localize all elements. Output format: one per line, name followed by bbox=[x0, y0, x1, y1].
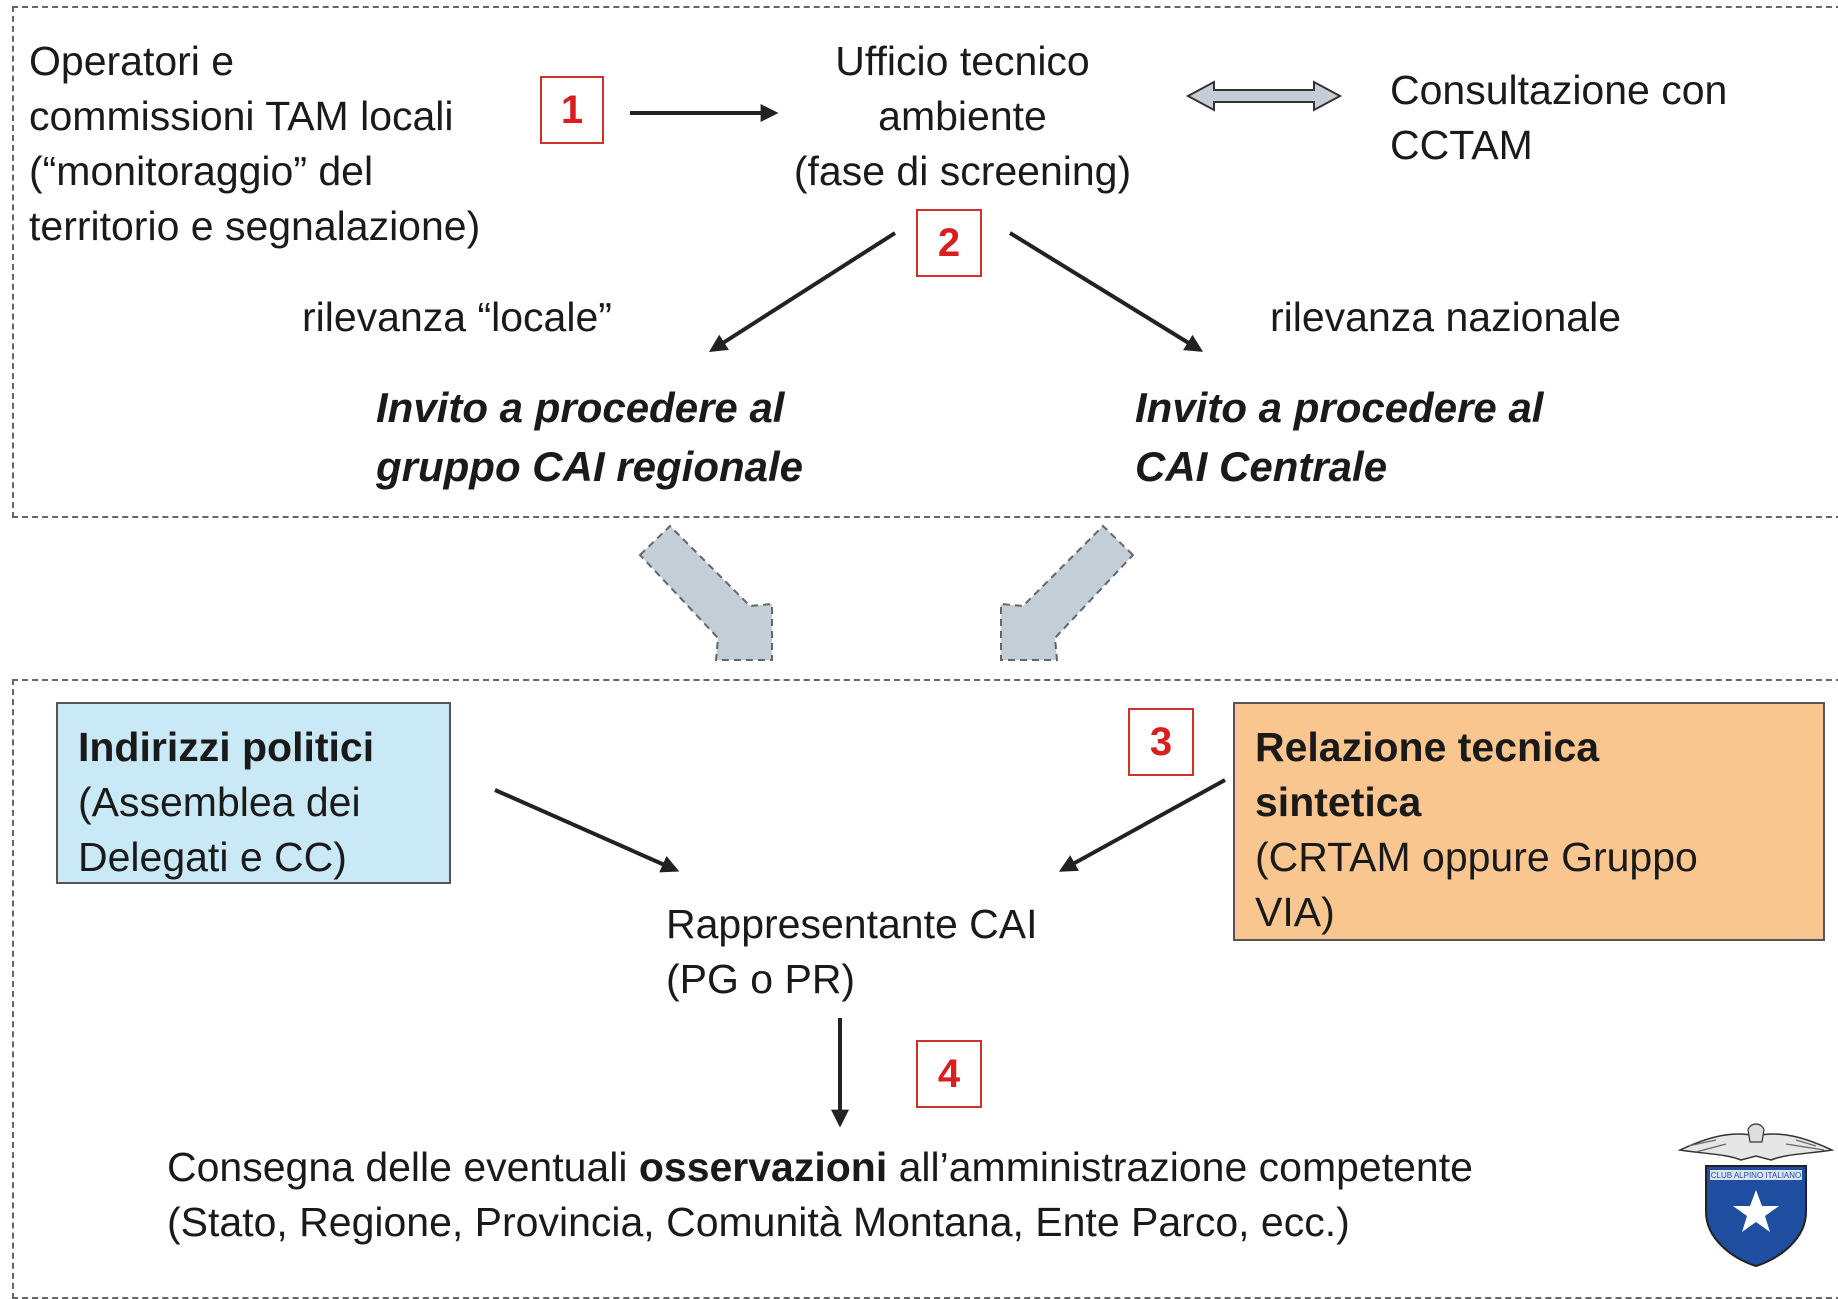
step-badge-3: 3 bbox=[1128, 708, 1194, 776]
consegna-pre: Consegna delle eventuali bbox=[167, 1144, 639, 1190]
consegna-line-2: (Stato, Regione, Provincia, Comunità Mon… bbox=[167, 1199, 1350, 1245]
rappresentante-line-2: (PG o PR) bbox=[666, 956, 856, 1002]
operatori-line-4: territorio e segnalazione) bbox=[29, 203, 481, 249]
cai-logo: CLUB ALPINO ITALIANO bbox=[1677, 1123, 1835, 1268]
invito-centrale-text: Invito a procedere al CAI Centrale bbox=[1135, 378, 1543, 496]
top-section-frame bbox=[12, 6, 1838, 518]
arrow-indirizzi-to-rappresentante bbox=[494, 788, 680, 873]
rilevanza-locale-label: rilevanza “locale” bbox=[302, 294, 612, 340]
indirizzi-line-1: (Assemblea dei bbox=[78, 779, 361, 825]
big-arrow-from-centrale bbox=[1000, 524, 1135, 661]
ufficio-text: Ufficio tecnico ambiente (fase di screen… bbox=[740, 34, 1185, 199]
big-arrow-from-regionale bbox=[638, 524, 773, 661]
ufficio-line-2: ambiente bbox=[878, 93, 1047, 139]
arrows-layer bbox=[494, 80, 1343, 1128]
consegna-line-1: Consegna delle eventuali osservazioni al… bbox=[167, 1140, 1473, 1195]
logo-ring-text: CLUB ALPINO ITALIANO bbox=[1711, 1171, 1802, 1180]
operatori-line-1: Operatori e bbox=[29, 38, 235, 84]
operatori-line-3: (“monitoraggio” del bbox=[29, 148, 374, 194]
relazione-title-line-1: Relazione tecnica bbox=[1255, 724, 1600, 770]
rappresentante-line-1: Rappresentante CAI bbox=[666, 901, 1038, 947]
indirizzi-line-2: Delegati e CC) bbox=[78, 834, 347, 880]
consegna-bold: osservazioni bbox=[638, 1144, 888, 1190]
arrow-relazione-to-rappresentante bbox=[1058, 778, 1226, 872]
consultazione-line-1: Consultazione con bbox=[1390, 67, 1728, 113]
consultazione-text: Consultazione con CCTAM bbox=[1390, 63, 1727, 173]
consegna-post: all’amministrazione competente bbox=[887, 1144, 1473, 1190]
consegna-text: Consegna delle eventuali osservazioni al… bbox=[167, 1140, 1473, 1250]
invito-regionale-line-1: Invito a procedere al bbox=[376, 384, 785, 431]
double-arrow-consultazione bbox=[1185, 80, 1343, 112]
step-badge-1: 1 bbox=[540, 76, 604, 144]
arrow-to-regionale bbox=[708, 231, 897, 352]
consultazione-line-2: CCTAM bbox=[1390, 122, 1533, 168]
ufficio-line-1: Ufficio tecnico bbox=[835, 38, 1090, 84]
relazione-title-line-2: sintetica bbox=[1255, 779, 1422, 825]
invito-centrale-line-1: Invito a procedere al bbox=[1135, 384, 1544, 431]
operatori-text: Operatori e commissioni TAM locali (“mon… bbox=[29, 34, 480, 254]
rilevanza-nazionale-label: rilevanza nazionale bbox=[1270, 294, 1622, 340]
step-badge-4: 4 bbox=[916, 1040, 982, 1108]
relazione-tecnica-box: Relazione tecnica sintetica (CRTAM oppur… bbox=[1233, 702, 1825, 941]
indirizzi-politici-box: Indirizzi politici (Assemblea dei Delega… bbox=[56, 702, 451, 884]
invito-regionale-text: Invito a procedere al gruppo CAI regiona… bbox=[376, 378, 803, 496]
relazione-line-1: (CRTAM oppure Gruppo bbox=[1255, 834, 1698, 880]
ufficio-line-3: (fase di screening) bbox=[793, 148, 1132, 194]
indirizzi-title: Indirizzi politici bbox=[78, 724, 375, 770]
arrow-to-centrale bbox=[1008, 231, 1204, 352]
rappresentante-text: Rappresentante CAI (PG o PR) bbox=[666, 897, 1038, 1007]
relazione-line-2: VIA) bbox=[1255, 889, 1335, 935]
operatori-line-2: commissioni TAM locali bbox=[29, 93, 454, 139]
invito-regionale-line-2: gruppo CAI regionale bbox=[376, 443, 804, 490]
invito-centrale-line-2: CAI Centrale bbox=[1135, 443, 1388, 490]
step-badge-2: 2 bbox=[916, 209, 982, 277]
